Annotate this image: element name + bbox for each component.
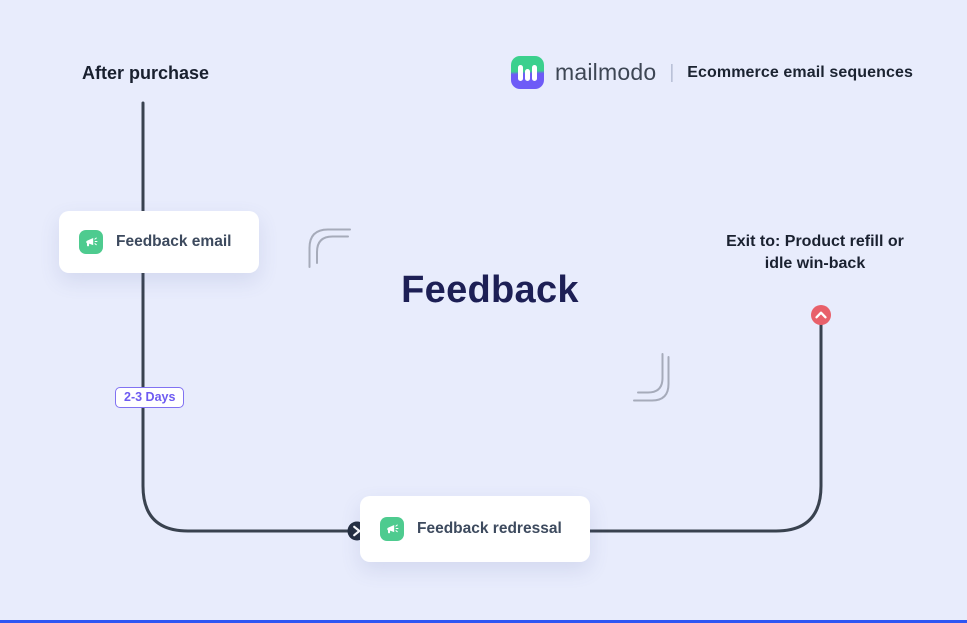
node-card-feedback-redressal[interactable]: Feedback redressal [360,496,590,562]
header-subtitle: Ecommerce email sequences [687,63,913,81]
decorative-curve-bottom-right [633,353,670,402]
decorative-curve-top-left [308,228,351,268]
mailmodo-logo-icon [511,56,545,89]
exit-node[interactable] [811,305,831,325]
node-card-feedback-email[interactable]: Feedback email [59,211,259,273]
brand-name: mailmodo [555,59,657,85]
bottom-accent-bar [0,620,967,623]
exit-label-line1: Exit to: Product refill or [726,233,904,250]
chevron-up-icon [815,311,827,319]
megaphone-icon [380,517,404,541]
flow-title: Feedback [401,269,579,311]
exit-label: Exit to: Product refill or idle win-back [726,231,904,275]
entry-label: After purchase [82,63,210,83]
megaphone-icon [79,230,103,254]
header: mailmodo | Ecommerce email sequences [511,56,913,89]
chevron-right-icon [353,525,361,537]
node-label: Feedback redressal [417,520,562,537]
node-label: Feedback email [116,233,232,250]
flow-connector-path [141,101,823,533]
header-divider: | [669,61,675,83]
delay-badge[interactable]: 2-3 Days [115,387,185,408]
exit-label-line2: idle win-back [764,255,866,272]
